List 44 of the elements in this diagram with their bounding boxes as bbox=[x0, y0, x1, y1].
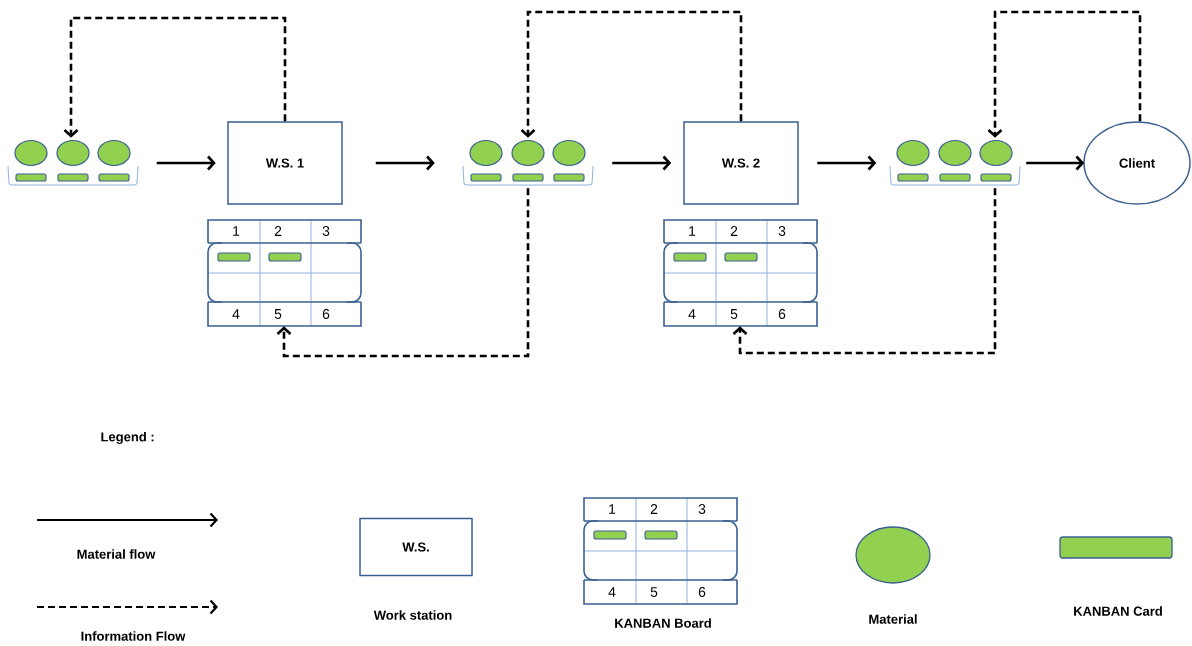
legend-label: Material flow bbox=[77, 549, 156, 559]
node-label: 5 bbox=[274, 309, 282, 319]
dashed-arrow bbox=[276, 188, 530, 358]
arrow bbox=[156, 155, 216, 171]
work-station-box: W.S. 1 bbox=[227, 121, 343, 205]
label: 1 bbox=[609, 504, 616, 514]
dashed-arrow bbox=[987, 10, 1142, 138]
work-station-box: W.S. 2 bbox=[683, 121, 799, 205]
dashed-arrow bbox=[520, 10, 743, 138]
arrow bbox=[612, 155, 672, 171]
work-station-box: W.S. bbox=[359, 517, 473, 577]
node-label: 1 bbox=[233, 226, 240, 236]
dashed-arrow bbox=[63, 16, 287, 138]
node-label: 2 bbox=[730, 226, 738, 236]
node-label: 4 bbox=[232, 309, 240, 319]
arrow bbox=[1026, 155, 1085, 171]
node-label: 3 bbox=[778, 226, 786, 236]
legend-label: KANBAN Board bbox=[615, 618, 711, 628]
material-tray bbox=[462, 139, 594, 186]
label: 2 bbox=[650, 504, 658, 514]
node-label: 5 bbox=[730, 309, 738, 319]
kanban-board: 1 2 3 4 5 6 bbox=[207, 219, 362, 327]
node-label: 3 bbox=[322, 226, 330, 236]
node-label: 6 bbox=[778, 309, 786, 319]
dashed-arrow bbox=[732, 188, 997, 355]
arrow bbox=[817, 155, 877, 171]
kanban-board: 1 2 3 4 5 6 bbox=[663, 219, 818, 327]
legend-label: Information Flow bbox=[81, 631, 186, 641]
arrow bbox=[375, 155, 435, 171]
legend-heading: Legend : bbox=[101, 431, 154, 445]
node-label: 1 bbox=[689, 226, 696, 236]
material-tray bbox=[889, 139, 1021, 186]
material-tray bbox=[7, 139, 139, 186]
legend-label: Work station bbox=[373, 610, 452, 620]
label: 5 bbox=[650, 587, 658, 597]
label: 6 bbox=[698, 587, 706, 597]
label: 3 bbox=[698, 504, 706, 514]
legend-label: Material bbox=[869, 614, 917, 624]
node-label: 6 bbox=[322, 309, 330, 319]
kanban-board: 1 2 3 4 5 6 bbox=[583, 497, 738, 605]
label: 4 bbox=[608, 587, 616, 597]
node-label: 2 bbox=[274, 226, 282, 236]
node-label: 4 bbox=[688, 309, 696, 319]
legend-label: KANBAN Card bbox=[1074, 606, 1162, 616]
